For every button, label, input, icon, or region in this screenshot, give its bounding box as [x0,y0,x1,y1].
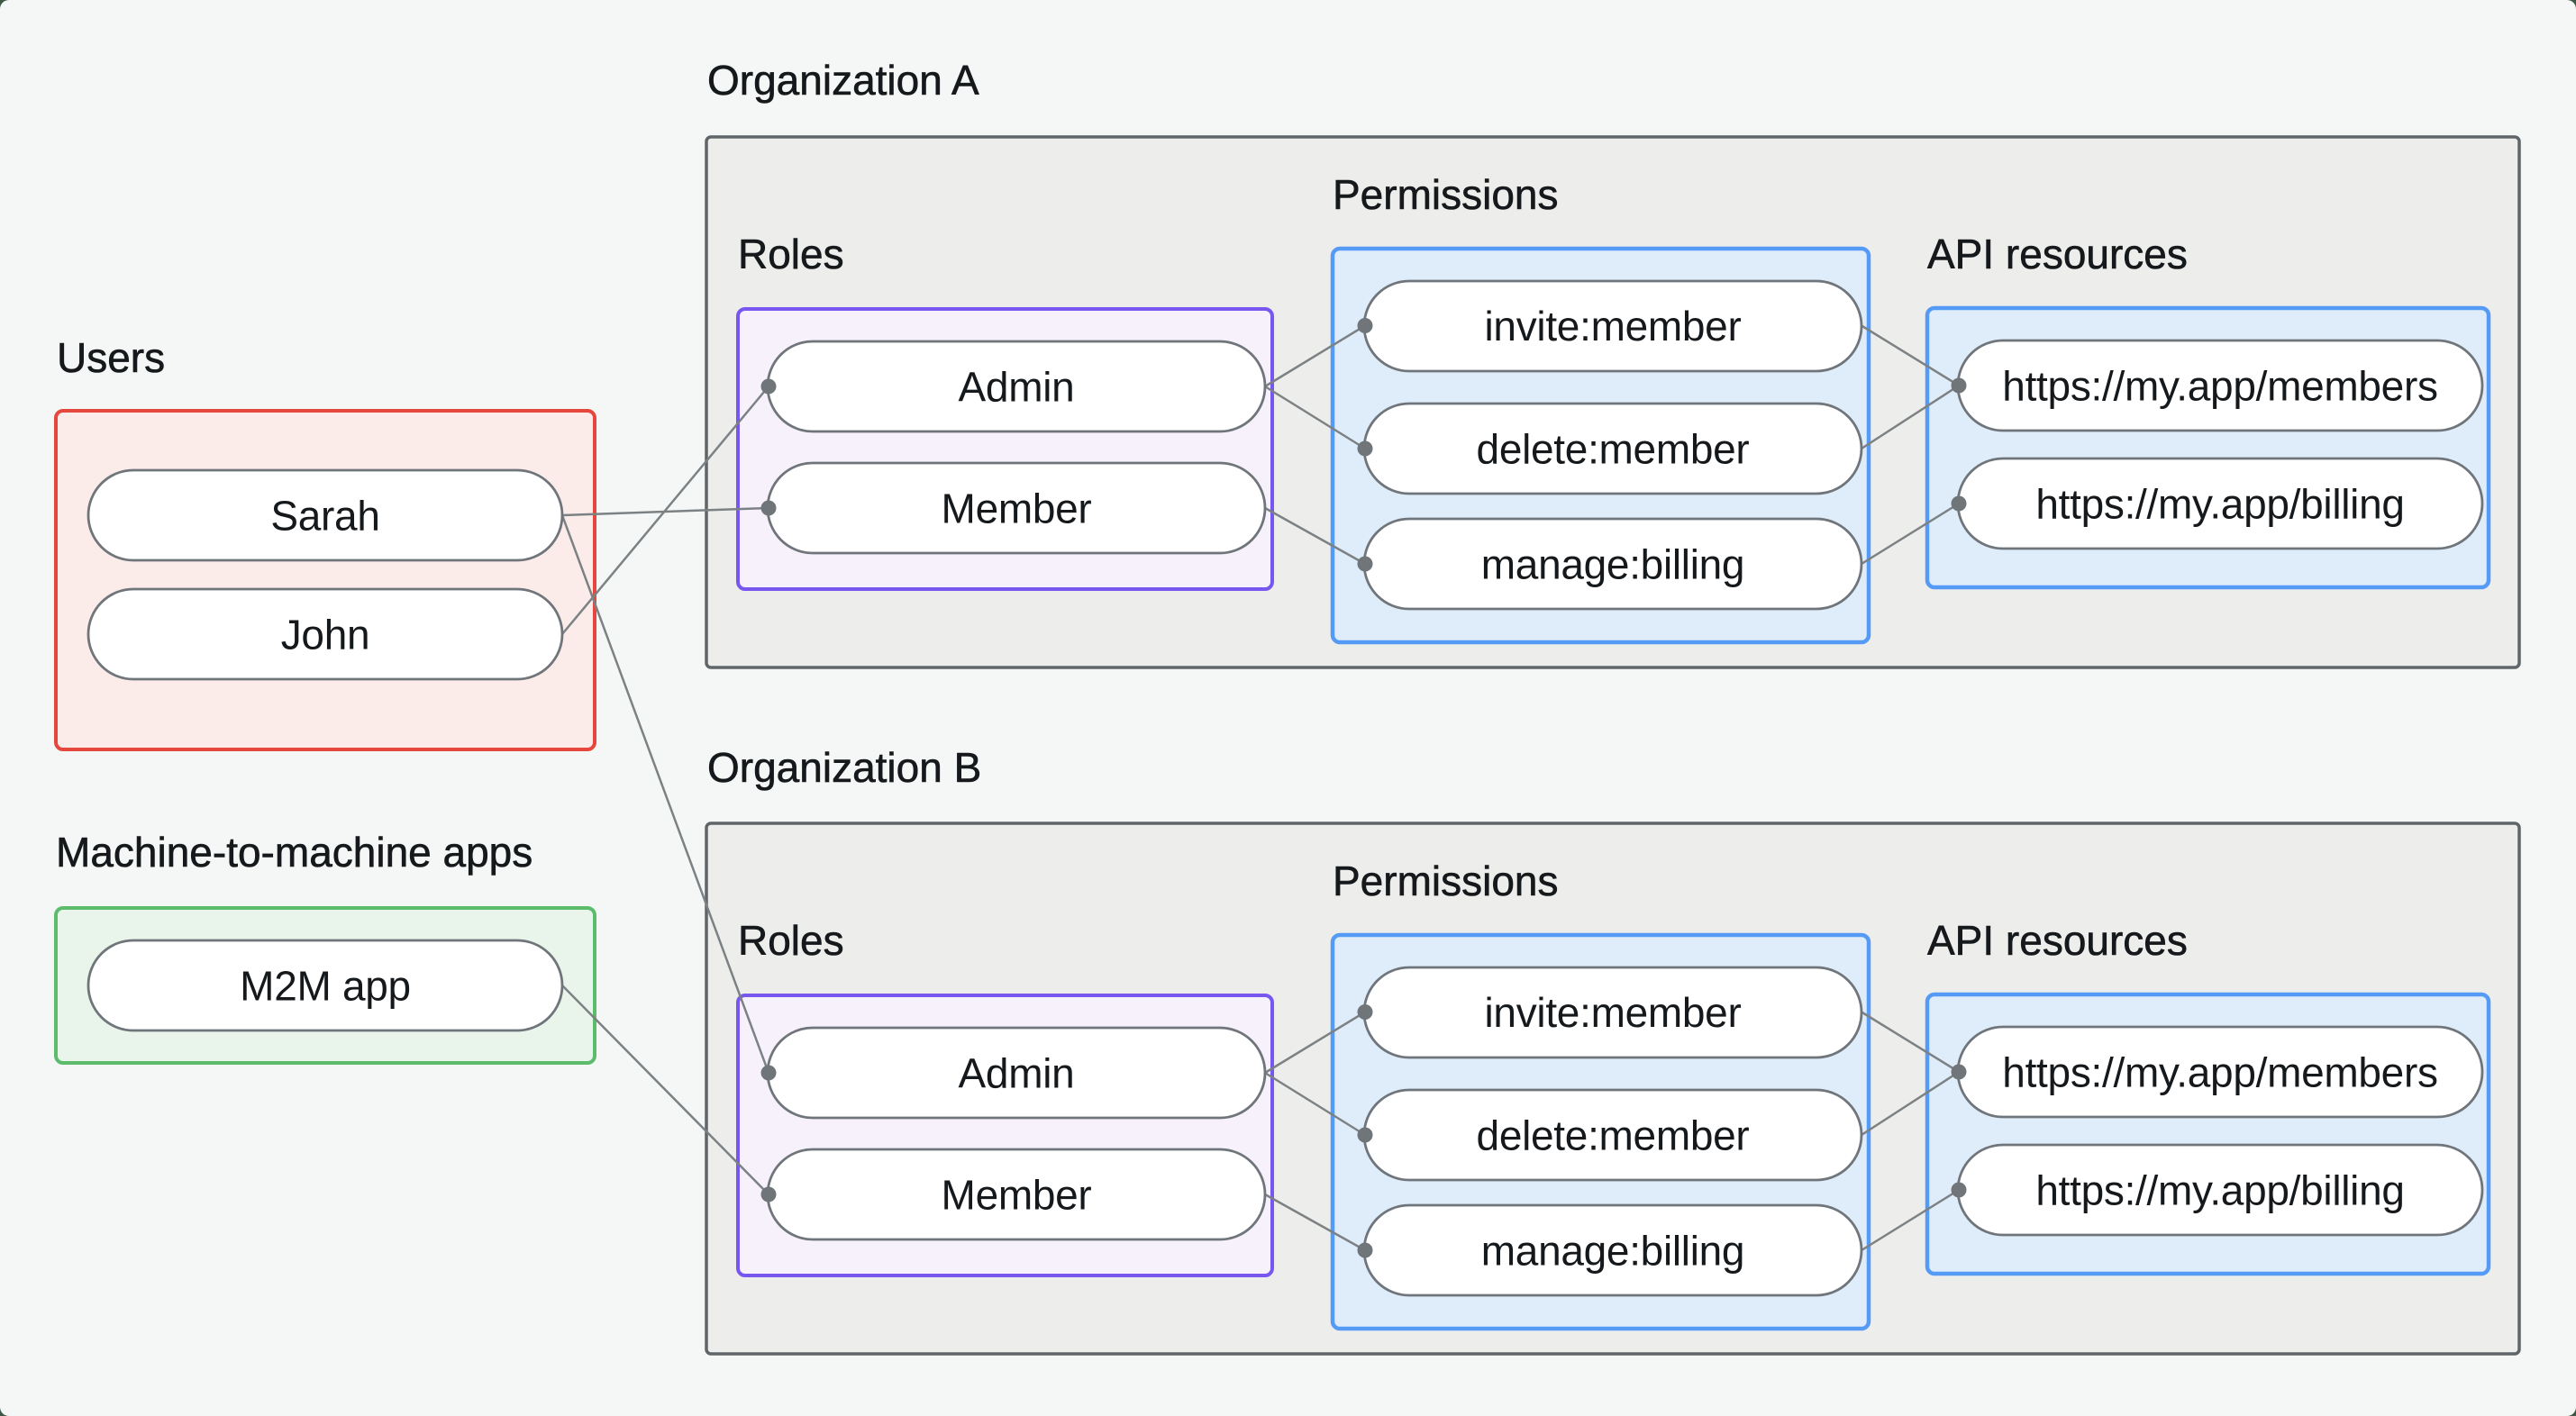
svg-text:https://my.app/members: https://my.app/members [2002,1049,2437,1096]
svg-text:invite:member: invite:member [1485,303,1742,349]
svg-text:delete:member: delete:member [1477,426,1750,473]
svg-text:manage:billing: manage:billing [1481,1228,1744,1275]
svg-text:https://my.app/members: https://my.app/members [2002,363,2437,410]
svg-text:Sarah: Sarah [270,493,379,540]
svg-text:API resources: API resources [1927,917,2188,964]
svg-text:Machine-to-machine apps: Machine-to-machine apps [56,829,532,876]
svg-text:Admin: Admin [959,1050,1075,1097]
svg-text:Permissions: Permissions [1333,171,1559,218]
svg-text:invite:member: invite:member [1485,989,1742,1036]
svg-text:https://my.app/billing: https://my.app/billing [2035,481,2404,528]
svg-text:Roles: Roles [738,917,844,964]
svg-text:manage:billing: manage:billing [1481,541,1744,588]
svg-text:Permissions: Permissions [1333,858,1559,904]
svg-text:M2M app: M2M app [240,963,411,1010]
svg-text:delete:member: delete:member [1477,1112,1750,1159]
svg-text:Member: Member [942,1172,1092,1219]
svg-text:Admin: Admin [959,364,1075,411]
svg-text:Organization A: Organization A [707,57,979,104]
svg-text:Users: Users [57,334,165,381]
svg-text:John: John [281,612,370,658]
svg-text:Roles: Roles [738,231,844,277]
svg-text:https://my.app/billing: https://my.app/billing [2035,1167,2404,1214]
svg-text:Organization B: Organization B [707,744,981,791]
svg-text:API resources: API resources [1927,231,2188,277]
svg-text:Member: Member [942,486,1092,532]
